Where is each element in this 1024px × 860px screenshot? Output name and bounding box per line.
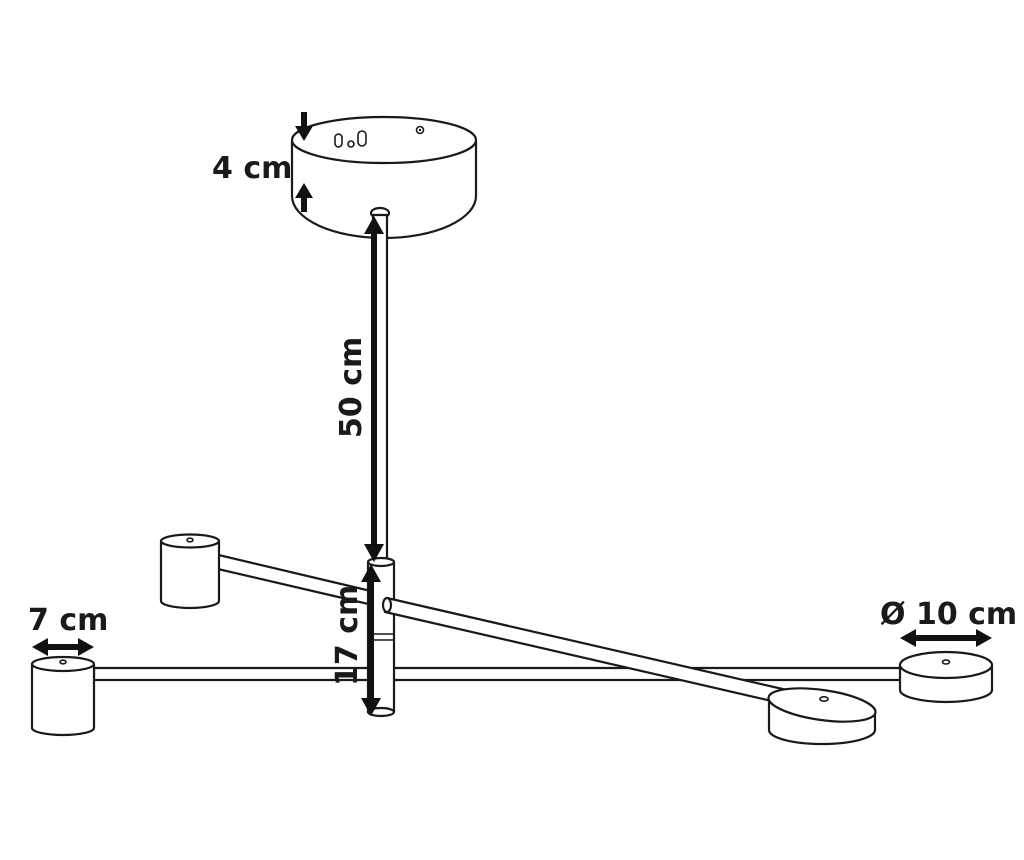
shade-upper-left <box>159 533 221 610</box>
dimension-large-shade-diameter: Ø 10 cm <box>880 597 1017 647</box>
ceiling-canopy <box>290 115 478 240</box>
label-hub-height: 17 cm <box>330 585 365 686</box>
dimension-small-shade-width: 7 cm <box>28 603 108 656</box>
label-large-shade-diameter: Ø 10 cm <box>880 597 1017 632</box>
shade-right <box>898 650 994 704</box>
arm-horizontal <box>92 666 904 682</box>
label-canopy-height: 4 cm <box>212 151 292 186</box>
shade-front <box>767 687 877 746</box>
label-small-shade-width: 7 cm <box>28 603 108 638</box>
dimension-rod-length: 50 cm <box>334 216 384 562</box>
shade-left <box>30 655 96 737</box>
dimension-canopy-height: 4 cm <box>212 112 313 212</box>
dimension-hub-height: 17 cm <box>330 564 381 716</box>
label-rod-length: 50 cm <box>334 337 369 438</box>
arm-front <box>381 596 802 709</box>
